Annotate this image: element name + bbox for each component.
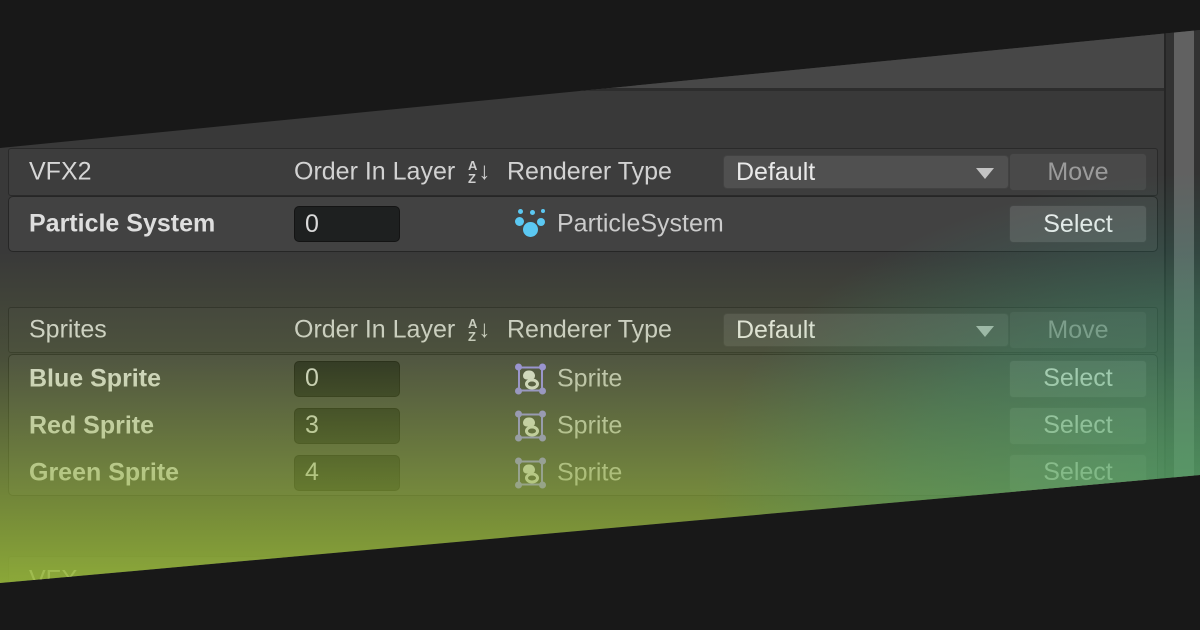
alphabetical-sort-icon[interactable]: A Z ↓ [468,155,504,189]
sprites-rows-box: Blue Sprite 0 Sprite Select Red Sprite 3 [8,354,1158,496]
sort-letter-z: Z [468,329,476,344]
table-row: Green Sprite 4 Sprite Select [9,449,1157,496]
renderer-type-value: Sprite [557,458,623,486]
renderer-type-label: Renderer Type [507,315,672,344]
move-button[interactable]: Move [1009,153,1147,191]
sprite-icon [515,363,546,394]
select-button[interactable]: Select [1009,406,1147,445]
renderer-name: Red Sprite [29,411,155,439]
order-value: 4 [305,458,319,486]
layer-title: VFX2 [29,157,92,186]
order-in-layer-input[interactable]: 3 [294,407,400,444]
select-button[interactable]: Select [1009,359,1147,398]
order-in-layer-label: Order In Layer [294,315,456,344]
sprite-icon [515,457,546,488]
renderer-type-value: Sprite [557,411,623,439]
select-button[interactable]: Select [1009,453,1147,492]
layer-title: VFX [29,565,78,593]
renderer-type-dropdown[interactable]: Default [723,155,1009,189]
scrollbar [1164,30,1200,583]
dropdown-value: Default [736,315,816,344]
section-header-vfx: VFX [8,556,1158,593]
renderer-type-value: ParticleSystem [557,209,724,238]
renderer-name: Particle System [29,209,216,238]
order-in-layer-input[interactable]: 0 [294,360,400,397]
particle-system-icon [515,209,547,239]
sort-letters: A Z [468,317,477,343]
sort-arrow-down-icon: ↓ [478,158,491,185]
renderer-type-value: Sprite [557,364,623,392]
move-button[interactable]: Move [1009,311,1147,349]
dropdown-value: Default [736,157,816,186]
order-value: 0 [305,364,319,392]
section-header-vfx2: VFX2 Order In Layer A Z ↓ Renderer Type … [8,148,1158,196]
renderer-type-dropdown[interactable]: Default [723,313,1009,347]
sprite-icon [515,410,546,441]
order-in-layer-label: Order In Layer [294,157,456,186]
chevron-down-icon [976,326,994,337]
order-in-layer-input[interactable]: 4 [294,454,400,491]
table-row: Blue Sprite 0 Sprite Select [9,355,1157,402]
select-button[interactable]: Select [1009,205,1147,243]
scrollbar-thumb[interactable] [1174,30,1194,493]
section-header-sprites: Sprites Order In Layer A Z ↓ Renderer Ty… [8,307,1158,353]
layer-title: Sprites [29,315,107,344]
order-value: 3 [305,411,319,439]
order-value: 0 [305,209,319,238]
vfx2-rows-box: Particle System 0 ParticleSystem Select [8,196,1158,252]
chevron-down-icon [976,168,994,179]
sort-letters: A Z [468,159,477,185]
renderer-type-label: Renderer Type [507,157,672,186]
sort-letter-z: Z [468,171,476,186]
order-in-layer-input[interactable]: 0 [294,206,400,242]
renderer-name: Green Sprite [29,458,180,486]
table-row: Red Sprite 3 Sprite Select [9,402,1157,449]
renderer-name: Blue Sprite [29,364,161,392]
sort-arrow-down-icon: ↓ [478,316,491,343]
alphabetical-sort-icon[interactable]: A Z ↓ [468,313,504,347]
panel-empty-row [0,30,1164,91]
table-row: Particle System 0 ParticleSystem Select [9,197,1157,251]
